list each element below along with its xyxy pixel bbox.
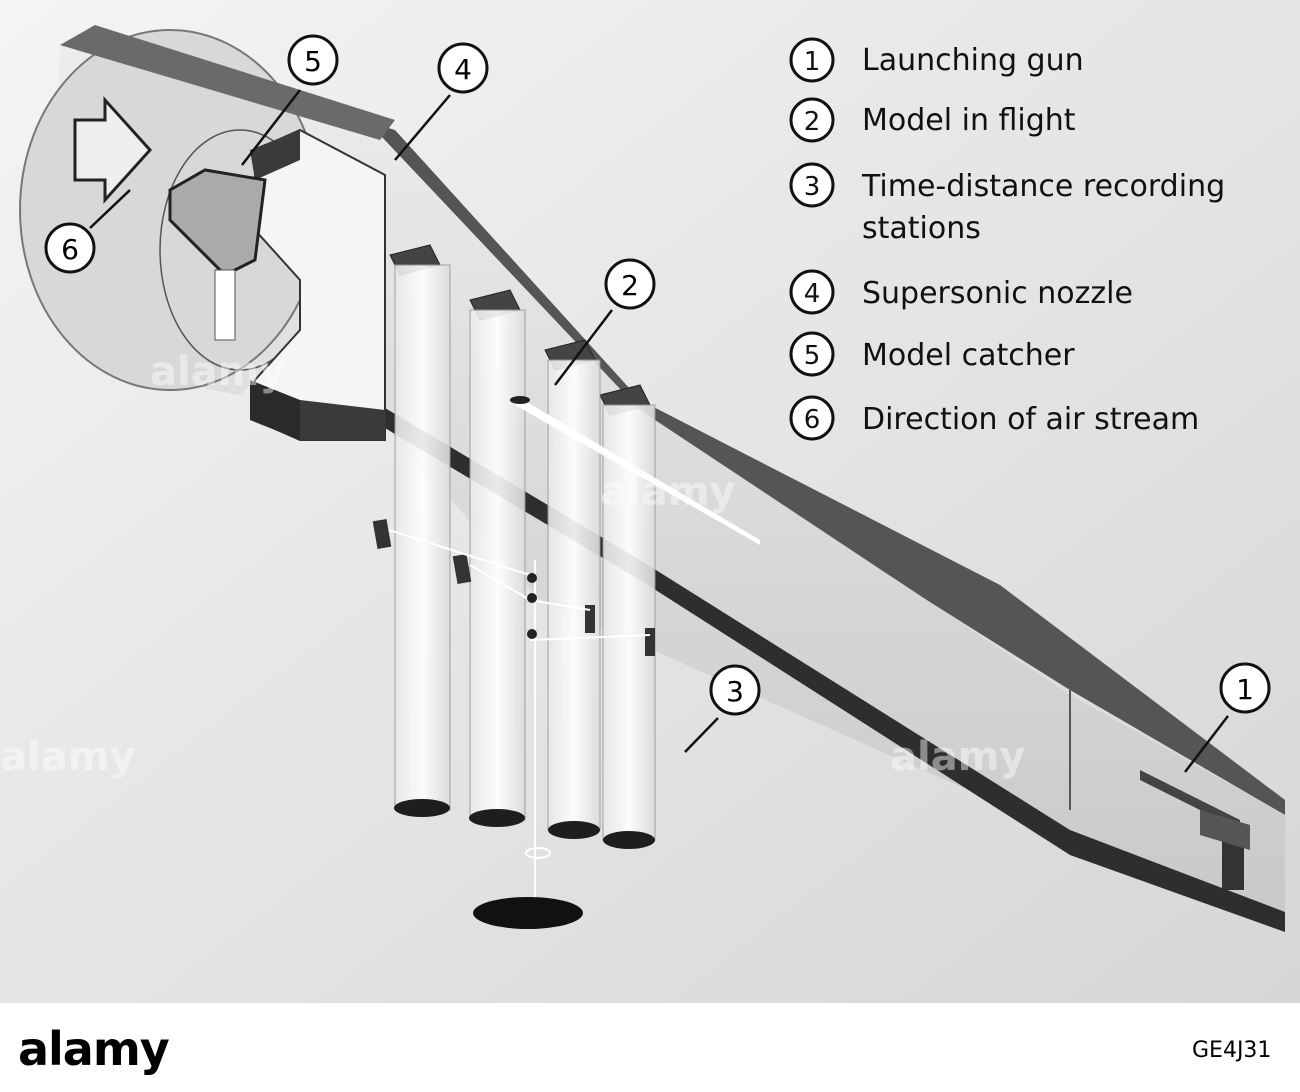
watermark-text: alamy <box>150 349 285 395</box>
watermark-text: alamy <box>0 734 135 780</box>
callout-4: 4 <box>394 42 489 161</box>
model-catcher <box>168 168 267 277</box>
callout-2-label: 2 <box>621 269 639 302</box>
svg-text:1: 1 <box>804 47 821 77</box>
svg-text:6: 6 <box>804 405 821 435</box>
callout-3: 3 <box>684 664 761 753</box>
svg-text:4: 4 <box>804 279 821 309</box>
legend-label: Time-distance recording <box>861 169 1225 204</box>
legend-item-5: 5 Model catcher <box>789 331 1075 377</box>
photocell-detectors <box>372 518 655 656</box>
wind-tunnel-illustration: 5 4 6 2 3 1 1 Launching gun 2 Model i <box>0 0 1300 1003</box>
image-code: GE4J31 <box>1192 1038 1272 1063</box>
callout-1: 1 <box>1184 662 1271 773</box>
brand-logo: alamy <box>18 1022 170 1076</box>
svg-text:3: 3 <box>804 172 821 202</box>
air-stream-arrow <box>73 96 153 204</box>
callout-1-label: 1 <box>1236 673 1254 706</box>
legend-label: Direction of air stream <box>862 402 1199 437</box>
callout-5: 5 <box>241 34 339 166</box>
legend-item-2: 2 Model in flight <box>789 97 1076 143</box>
legend-label: Model catcher <box>862 338 1075 373</box>
callout-2: 2 <box>554 258 656 386</box>
legend-item-4: 4 Supersonic nozzle <box>789 269 1133 315</box>
optical-paths <box>388 529 651 910</box>
callout-4-label: 4 <box>454 53 472 86</box>
legend: 1 Launching gun 2 Model in flight 3 Time… <box>789 37 1225 441</box>
recording-drum <box>473 897 583 929</box>
launching-gun <box>1069 690 1250 890</box>
legend-label: Model in flight <box>862 103 1076 138</box>
legend-label: Supersonic nozzle <box>862 276 1133 311</box>
watermarks: alamy alamy alamy alamy <box>0 349 1025 780</box>
legend-label: Launching gun <box>862 43 1084 78</box>
tunnel-upper-wall <box>95 40 1285 815</box>
footer-bar <box>0 1003 1300 1092</box>
callout-5-label: 5 <box>304 45 322 78</box>
callout-6-label: 6 <box>61 233 79 266</box>
watermark-text: alamy <box>600 469 735 515</box>
svg-text:5: 5 <box>804 341 821 371</box>
legend-label-cont: stations <box>862 211 981 246</box>
tunnel-floor <box>380 405 1285 932</box>
svg-text:2: 2 <box>804 107 821 137</box>
model-in-flight <box>515 395 760 545</box>
recording-station-lenses <box>394 799 655 849</box>
legend-item-1: 1 Launching gun <box>789 37 1084 83</box>
legend-item-3: 3 Time-distance recording stations <box>789 162 1225 246</box>
callout-6: 6 <box>44 189 131 274</box>
watermark-text: alamy <box>890 734 1025 780</box>
legend-item-6: 6 Direction of air stream <box>789 395 1199 441</box>
callout-3-label: 3 <box>726 675 744 708</box>
